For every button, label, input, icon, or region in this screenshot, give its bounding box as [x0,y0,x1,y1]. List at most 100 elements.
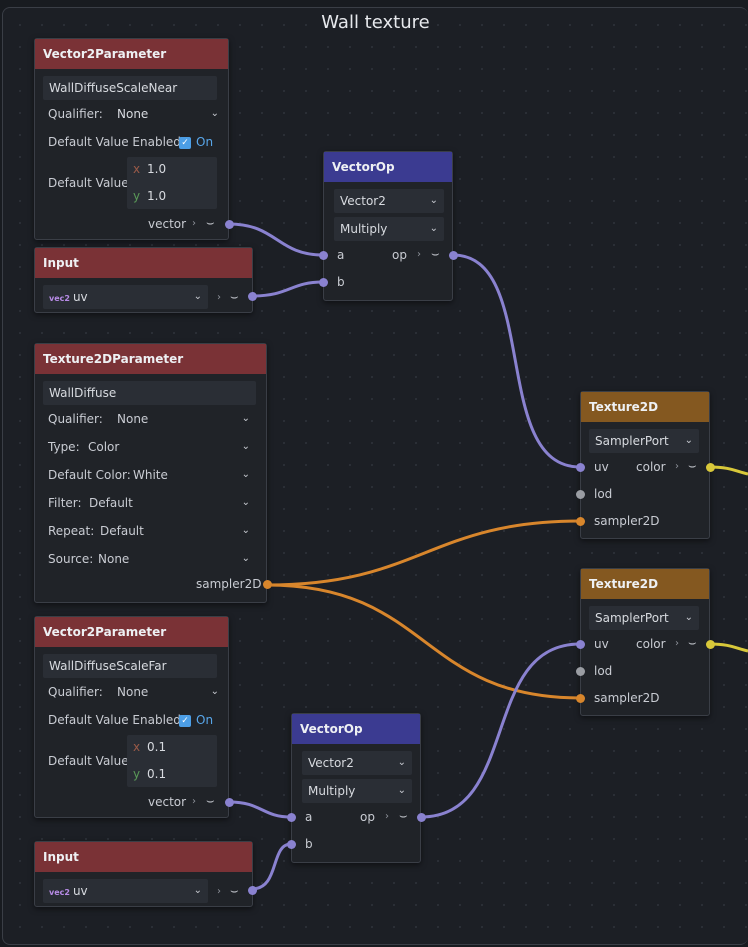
chevron-down-icon: ⌄ [397,785,406,796]
chevron-right-icon[interactable]: › [192,218,196,229]
output-port-color[interactable] [706,640,715,649]
collapse-icon[interactable]: ⌣ [206,794,215,809]
filter-row[interactable]: Filter: Default ⌄ [43,491,256,515]
output-port-vector[interactable] [225,220,234,229]
input-port-b[interactable] [287,840,296,849]
node-vector2parameter-far[interactable]: Vector2Parameter WallDiffuseScaleFar Qua… [34,616,234,818]
op-select[interactable]: Multiply ⌄ [334,217,444,241]
parameter-name-field[interactable]: WallDiffuse [43,381,256,405]
input-port-a[interactable] [319,251,328,260]
output-label: op [360,810,375,824]
mode-select[interactable]: SamplerPort ⌄ [589,429,699,453]
qualifier-label: Qualifier: [48,412,103,426]
type-row[interactable]: Type: Color ⌄ [43,435,256,459]
output-port-uv[interactable] [248,292,257,301]
chevron-right-icon[interactable]: › [417,249,421,260]
chevron-right-icon[interactable]: › [217,292,221,303]
collapse-icon[interactable]: ⌣ [688,459,697,474]
default-color-label: Default Color: [48,468,131,482]
input-value: uv [72,290,88,304]
mode-select[interactable]: SamplerPort ⌄ [589,606,699,630]
checkbox-checked-icon[interactable]: ✓ [179,136,191,149]
input-port-uv[interactable] [576,640,585,649]
chevron-right-icon[interactable]: › [385,811,389,822]
collapse-icon[interactable]: ⌣ [230,290,239,305]
default-enabled-toggle[interactable]: ✓ On [179,708,213,732]
chevron-right-icon[interactable]: › [675,638,679,649]
qualifier-select[interactable]: None ⌄ [105,680,225,704]
y-value-field[interactable]: 0.1 [147,767,167,781]
chevron-right-icon[interactable]: › [675,461,679,472]
collapse-icon[interactable]: ⌣ [431,247,440,262]
default-color-row[interactable]: Default Color: White ⌄ [43,463,256,487]
chevron-down-icon: ⌄ [241,525,250,536]
y-value-field[interactable]: 1.0 [147,189,167,203]
output-port-uv[interactable] [248,886,257,895]
chevron-right-icon[interactable]: › [192,796,196,807]
node-vectorop-bottom[interactable]: VectorOp Vector2 ⌄ Multiply ⌄ a op › ⌣ b [287,713,426,863]
repeat-value: Default [100,524,144,538]
toggle-state-label: On [196,713,214,727]
input-port-uv[interactable] [576,463,585,472]
qualifier-row[interactable]: Qualifier: None ⌄ [43,407,256,431]
parameter-name-field[interactable]: WallDiffuseScaleFar [43,654,217,678]
qualifier-dropdown[interactable]: Qualifier: None ⌄ [43,680,219,704]
output-port-op[interactable] [449,251,458,260]
default-value-label: Default Value: [48,176,133,190]
default-enabled-row: Default Value Enabled: ✓On [43,708,223,732]
vec2-badge-icon: vec2 [49,888,70,897]
type-select[interactable]: Vector2 ⌄ [302,751,412,775]
qualifier-select[interactable]: None ⌄ [105,102,225,126]
input-label-b: b [305,837,313,851]
default-enabled-label: Default Value Enabled: [48,135,185,149]
chevron-right-icon[interactable]: › [217,886,221,897]
node-texture2dparameter[interactable]: Texture2DParameter WallDiffuse Qualifier… [34,343,272,603]
output-label: op [392,248,407,262]
input-label-b: b [337,275,345,289]
checkbox-checked-icon[interactable]: ✓ [179,714,191,727]
x-value-field[interactable]: 1.0 [147,162,167,176]
chevron-down-icon: ⌄ [193,885,202,896]
chevron-down-icon: ⌄ [241,553,250,564]
output-port-vector[interactable] [225,798,234,807]
input-label-uv: uv [594,637,609,651]
vec2-badge-icon: vec2 [49,294,70,303]
parameter-name-field[interactable]: WallDiffuseScaleNear [43,76,217,100]
node-texture2d-top[interactable]: Texture2D SamplerPort ⌄ uv color › ⌣ lod… [576,391,715,539]
input-label-a: a [337,248,345,262]
input-port-a[interactable] [287,813,296,822]
repeat-row[interactable]: Repeat: Default ⌄ [43,519,256,543]
op-select[interactable]: Multiply ⌄ [302,779,412,803]
input-port-b[interactable] [319,278,328,287]
qualifier-label: Qualifier: [48,107,103,121]
input-port-sampler2d[interactable] [576,694,585,703]
output-port-sampler2d[interactable] [263,580,272,589]
input-port-lod[interactable] [576,490,585,499]
collapse-icon[interactable]: ⌣ [206,216,215,231]
output-label: color [636,637,666,651]
x-value-field[interactable]: 0.1 [147,740,167,754]
type-select[interactable]: Vector2 ⌄ [334,189,444,213]
qualifier-dropdown[interactable]: Qualifier: None ⌄ [43,102,219,126]
default-enabled-toggle[interactable]: ✓On [179,130,213,154]
op-value: Multiply [340,222,388,236]
output-port-color[interactable] [706,463,715,472]
input-port-lod[interactable] [576,667,585,676]
chevron-down-icon: ⌄ [193,291,202,302]
qualifier-value: None [117,685,149,699]
input-port-sampler2d[interactable] [576,517,585,526]
node-vectorop-top[interactable]: VectorOp Vector2 ⌄ Multiply ⌄ a op › ⌣ b [319,151,458,301]
output-port-op[interactable] [417,813,426,822]
collapse-icon[interactable]: ⌣ [230,884,239,899]
input-label-sampler2d: sampler2D [594,514,660,528]
collapse-icon[interactable]: ⌣ [399,809,408,824]
chevron-down-icon: ⌄ [241,413,250,424]
node-vector2parameter-near[interactable]: Vector2Parameter WallDiffuseScaleNear Qu… [34,38,234,240]
collapse-icon[interactable]: ⌣ [688,636,697,651]
node-texture2d-bottom[interactable]: Texture2D SamplerPort ⌄ uv color › ⌣ lod… [576,568,715,716]
source-row[interactable]: Source: None ⌄ [43,547,256,571]
